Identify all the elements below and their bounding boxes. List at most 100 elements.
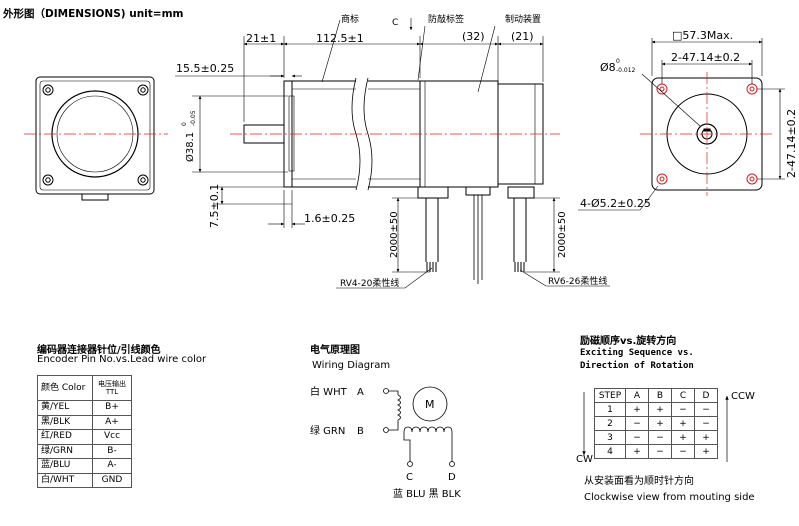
dim-shaft: Ø8 <box>600 61 616 74</box>
dim-encoder-section: (32) <box>462 30 485 43</box>
wire-blu-blk: 蓝 BLU 黑 BLK <box>393 488 461 500</box>
ccw-label: CCW <box>731 391 755 402</box>
table-cell: + <box>648 416 672 431</box>
table-cell: 白/WHT <box>37 472 93 488</box>
dim-hole-pitch-v: 2-47.14±0.2 <box>785 109 798 178</box>
table-cell: D <box>694 388 718 403</box>
table-row: 4 + − − + <box>594 444 718 459</box>
lead-len-left: 2000±50 <box>389 211 400 258</box>
table-row: 1 + + − − <box>594 402 718 417</box>
dim-shaft-tol-upper: 0 <box>616 58 620 65</box>
table-cell: A+ <box>92 414 132 430</box>
cw-label: CW <box>576 454 593 465</box>
side-dimension-lines <box>175 18 610 289</box>
wire-grn: 绿 GRN <box>310 424 345 437</box>
table-cell: GND <box>92 472 132 488</box>
label-nameplate: 商标 <box>341 13 359 25</box>
table-cell: + <box>625 402 649 417</box>
table-cell: A- <box>92 458 132 474</box>
page-title: 外形图（DIMENSIONS) unit=mm <box>3 8 184 20</box>
wire-wht: 白 WHT <box>310 385 348 398</box>
dim-shaft-tol-lower: -0.012 <box>616 67 636 74</box>
sequence-title: 励磁顺序vs.旋转方向 <box>580 336 677 347</box>
dim-holes: 4-Ø5.2±0.25 <box>580 197 651 210</box>
rotation-note-cn: 从安装面看为顺时针方向 <box>584 476 694 487</box>
table-cell: Vcc <box>92 429 132 445</box>
table-cell: − <box>694 416 718 431</box>
table-cell: B+ <box>92 400 132 416</box>
table-cell: 蓝/BLU <box>37 458 93 474</box>
sequence-table: STEP A B C D 1 + + − − 2 − + + − 3 − − +… <box>594 388 718 459</box>
table-cell: STEP <box>594 388 626 403</box>
table-cell: 红/RED <box>37 429 93 445</box>
sequence-subtitle-1: Exciting Sequence vs. <box>580 348 694 358</box>
flange-front-view <box>24 76 168 201</box>
table-cell: B- <box>92 443 132 459</box>
table-cell: + <box>648 402 672 417</box>
wire-b: B <box>357 426 364 437</box>
dim-shaft-dia-tol-upper: 0 <box>181 122 188 126</box>
encoder-title: 编码器连接器针位/引线颜色 <box>37 345 161 356</box>
table-cell: C <box>671 388 695 403</box>
header-ttl: 电压输出 TTL <box>92 375 132 401</box>
rotation-arrows <box>582 392 729 462</box>
table-row: 2 − + + − <box>594 416 718 431</box>
table-cell: + <box>694 430 718 445</box>
table-cell: − <box>694 402 718 417</box>
encoder-subtitle: Encoder Pin No.vs.Lead wire color <box>37 354 207 365</box>
wiring-diagram <box>383 386 455 467</box>
table-cell: A <box>625 388 649 403</box>
dim-flange-thickness: 1.6±0.25 <box>304 212 355 225</box>
lead-len-right: 2000±50 <box>557 211 568 258</box>
motor-side-view <box>230 77 560 284</box>
table-header-row: STEP A B C D <box>594 388 718 403</box>
table-cell: 黑/BLK <box>37 414 93 430</box>
cable-right: RV6-26柔性线 <box>548 275 607 287</box>
table-cell: − <box>625 430 649 445</box>
wiring-subtitle: Wiring Diagram <box>312 360 391 371</box>
table-cell: + <box>671 430 695 445</box>
table-cell: B <box>648 388 672 403</box>
sequence-subtitle-2: Direction of Rotation <box>580 361 694 371</box>
table-cell: − <box>671 402 695 417</box>
dim-shaft-dia-tol-lower: -0.05 <box>190 110 197 126</box>
table-cell: 1 <box>594 402 626 417</box>
front-dimension-lines <box>578 38 785 211</box>
table-row: 3 − − + + <box>594 430 718 445</box>
table-header-row: 颜色 Color 电压输出 TTL <box>37 375 132 401</box>
dim-hole-pitch-h: 2-47.14±0.2 <box>671 51 740 64</box>
table-cell: − <box>648 430 672 445</box>
table-cell: 4 <box>594 444 626 459</box>
rotation-note-en: Clockwise view from mouting side <box>584 492 755 503</box>
label-c: C <box>392 18 398 28</box>
label-makers-mark: 制动装置 <box>505 13 541 25</box>
dim-shaft-dia: Ø38.1 <box>184 132 196 162</box>
header-color: 颜色 Color <box>37 375 93 401</box>
wiring-title: 电气原理图 <box>310 345 360 356</box>
table-cell: 绿/GRN <box>37 443 93 459</box>
wire-d: D <box>448 472 456 483</box>
motor-symbol: M <box>425 398 435 411</box>
table-cell: + <box>625 444 649 459</box>
table-cell: 2 <box>594 416 626 431</box>
dim-overall-length: 112.5±1 <box>316 32 364 45</box>
dim-boss-height: 7.5±0.1 <box>208 184 221 228</box>
label-tamper-seal: 防敲标签 <box>428 13 464 25</box>
dim-top-left: 15.5±0.25 <box>176 62 234 75</box>
table-cell: − <box>625 416 649 431</box>
dim-shaft-length: 21±1 <box>246 32 276 45</box>
table-cell: + <box>694 444 718 459</box>
wire-a: A <box>357 387 364 398</box>
table-cell: 黄/YEL <box>37 400 93 416</box>
motor-front-view <box>640 72 775 196</box>
dim-connector-section: (21) <box>511 30 534 43</box>
wire-c: C <box>406 472 413 483</box>
table-cell: + <box>671 416 695 431</box>
